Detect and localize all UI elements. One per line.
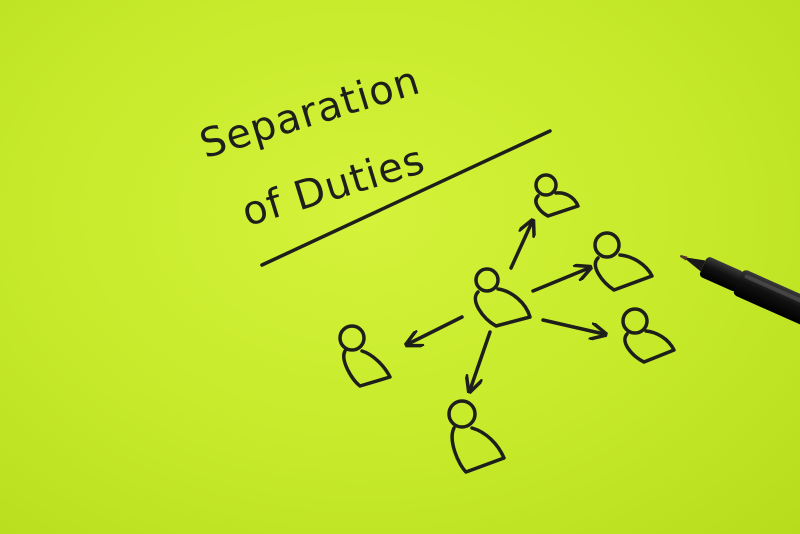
- person-icon-bottom: [447, 399, 506, 474]
- person-icon-left: [338, 324, 392, 388]
- arrow-icon-to-right-upper: [531, 268, 589, 293]
- title-underline: [260, 129, 552, 267]
- person-icon-right-lower: [621, 307, 676, 364]
- arrow-icon-to-top: [509, 222, 532, 270]
- person-icon-top: [534, 173, 580, 218]
- arrow-icon-to-right-lower: [541, 318, 604, 334]
- arrow-icon-to-left: [408, 315, 464, 344]
- person-icon-right-upper: [593, 231, 654, 292]
- person-icon-center: [473, 267, 532, 328]
- arrow-icon-to-bottom: [470, 330, 492, 390]
- marker-pen: [679, 254, 800, 350]
